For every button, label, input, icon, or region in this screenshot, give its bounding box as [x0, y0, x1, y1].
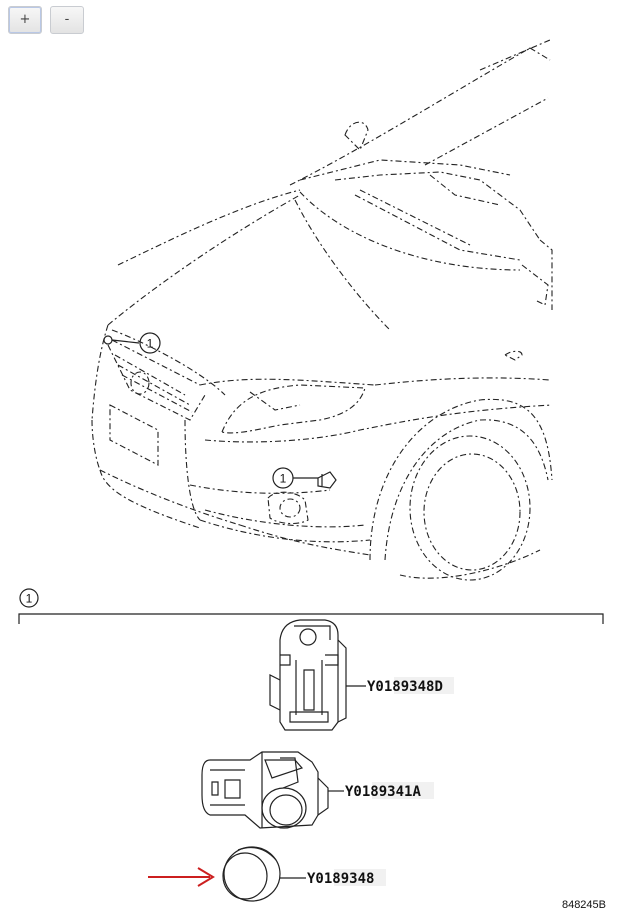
part-number: 89348: [332, 871, 374, 887]
part-label-1[interactable]: Y0189348D: [346, 677, 454, 695]
part-prefix: Y01: [307, 871, 332, 887]
diagram-code: 848245B: [562, 899, 606, 911]
car-illustration: [91, 39, 553, 581]
svg-text:Y0189341A: Y0189341A: [345, 784, 421, 800]
callout-number: 1: [147, 337, 154, 351]
parts-section-header: 1: [18, 588, 604, 624]
sensor-retainer-part[interactable]: [269, 619, 347, 731]
part-prefix: Y01: [345, 784, 370, 800]
callout-marker-lower: 1: [272, 467, 318, 489]
callout-number: 1: [26, 592, 33, 606]
part-label-2[interactable]: Y0189341A: [328, 782, 434, 800]
part-number: 89348D: [392, 679, 443, 695]
ultrasonic-sensor-part[interactable]: [201, 751, 329, 829]
part-prefix: Y01: [367, 679, 392, 695]
selected-part-arrow: [148, 867, 215, 887]
zoom-in-button[interactable]: +: [8, 6, 42, 34]
callout-marker-upper: 1: [111, 332, 161, 354]
callout-number: 1: [280, 472, 287, 486]
part-label-3[interactable]: Y0189348: [280, 869, 386, 887]
zoom-out-button[interactable]: -: [50, 6, 84, 34]
part-number: 89341A: [370, 784, 421, 800]
svg-text:Y0189348D: Y0189348D: [367, 679, 443, 695]
svg-text:Y0189348: Y0189348: [307, 871, 374, 887]
sensor-cap-part[interactable]: [222, 846, 281, 902]
